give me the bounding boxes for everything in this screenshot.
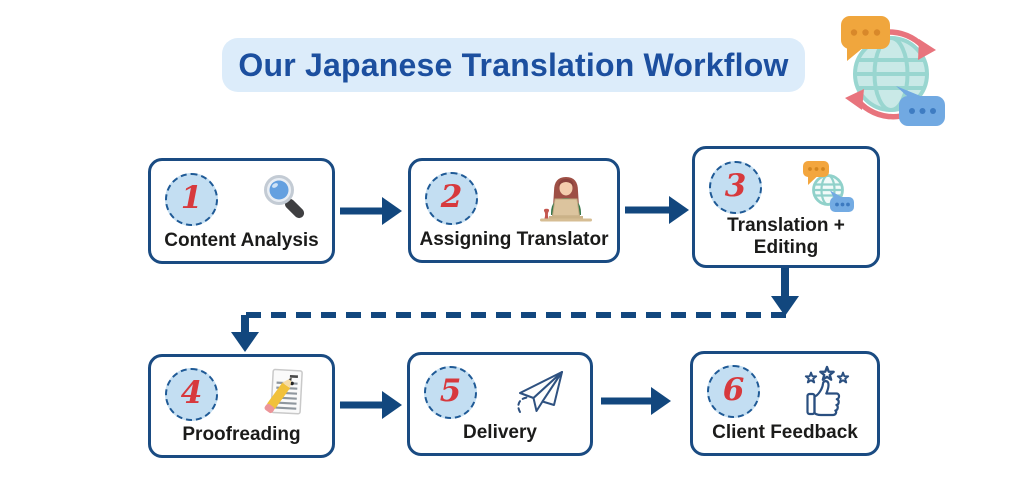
step-label: Delivery bbox=[463, 421, 537, 443]
step-label: Client Feedback bbox=[712, 421, 858, 443]
step-number: 6 bbox=[722, 372, 745, 409]
step-box-client-feedback: 6 Client bbox=[690, 351, 880, 456]
arrow-step2-to-step3 bbox=[625, 196, 689, 224]
step-box-translation-editing: 3 bbox=[692, 146, 880, 268]
step-number-badge: 4 bbox=[165, 367, 218, 421]
page-title: Our Japanese Translation Workflow bbox=[238, 46, 789, 83]
paper-plane-icon bbox=[512, 367, 568, 417]
step-number: 5 bbox=[439, 372, 462, 409]
step-number-badge: 1 bbox=[165, 172, 218, 226]
step-number-badge: 2 bbox=[425, 172, 478, 226]
arrow-step5-to-step6 bbox=[601, 387, 671, 415]
blue-chat-bubble bbox=[896, 86, 945, 126]
translator-at-laptop-icon bbox=[537, 173, 595, 225]
step-box-content-analysis: 1 Content Analysis bbox=[148, 158, 335, 264]
step-box-proofreading: 4 bbox=[148, 354, 335, 458]
step-number-badge: 6 bbox=[707, 365, 760, 419]
step-number: 2 bbox=[440, 179, 463, 216]
step-box-assigning-translator: 2 Assigning Translator bbox=[408, 158, 620, 263]
step-number: 4 bbox=[180, 374, 203, 411]
step-label: Assigning Translator bbox=[419, 228, 609, 250]
step-label: Proofreading bbox=[182, 423, 301, 445]
globe-speech-bubbles-icon bbox=[801, 159, 855, 215]
orange-chat-bubble bbox=[841, 16, 890, 61]
step-box-delivery: 5 Delivery bbox=[407, 352, 593, 456]
translation-globe-logo-icon bbox=[833, 8, 947, 137]
step-label: Translation + Editing bbox=[727, 215, 845, 259]
arrow-step4-to-step5 bbox=[340, 391, 402, 419]
step-number-badge: 3 bbox=[709, 160, 762, 214]
document-pencil-icon bbox=[258, 366, 310, 422]
step-number-badge: 5 bbox=[424, 365, 477, 419]
step-label: Content Analysis bbox=[164, 229, 319, 251]
magnifier-icon bbox=[260, 174, 310, 224]
arrow-step1-to-step2 bbox=[340, 197, 402, 225]
step-number: 3 bbox=[724, 167, 747, 204]
step-number: 1 bbox=[180, 179, 203, 216]
title-panel: Our Japanese Translation Workflow bbox=[222, 38, 805, 92]
thumbs-up-stars-icon bbox=[799, 365, 855, 419]
